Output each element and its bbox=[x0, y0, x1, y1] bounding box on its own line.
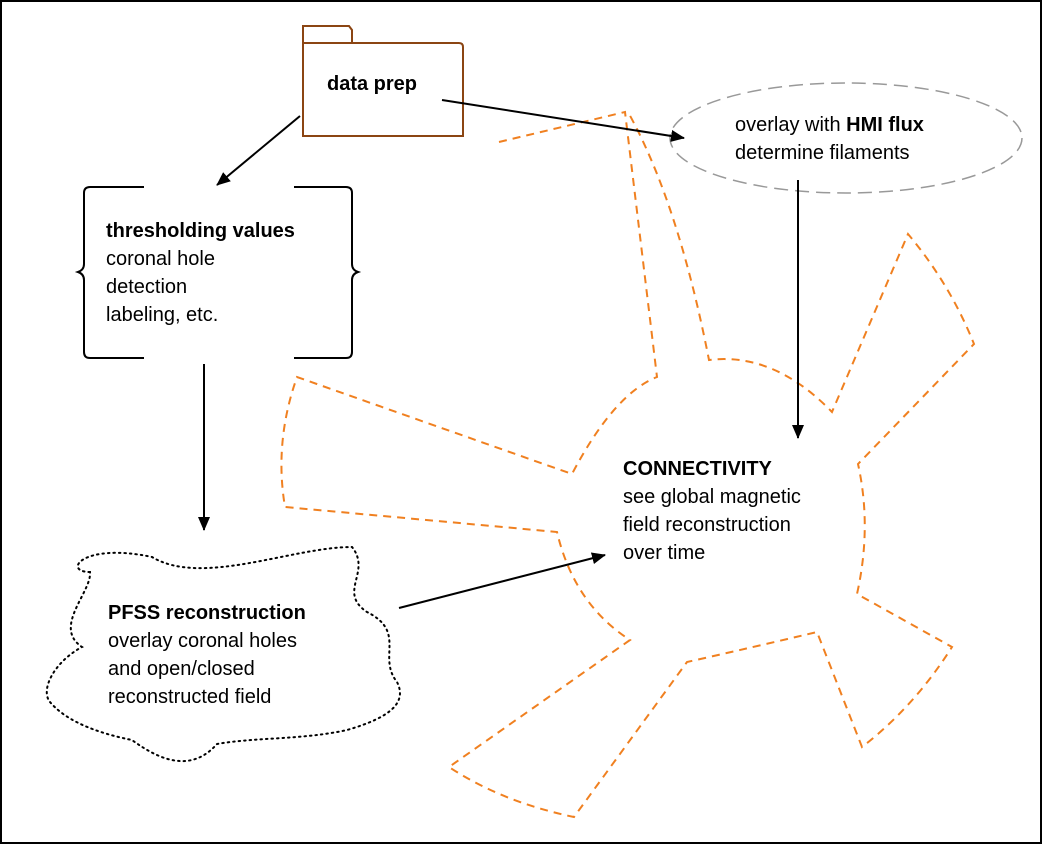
connectivity-star-outline bbox=[280, 110, 976, 819]
pfss-line-1: overlay coronal holes bbox=[108, 630, 297, 652]
thresholding-title: thresholding values bbox=[106, 220, 295, 242]
pfss-line-3: reconstructed field bbox=[108, 686, 272, 708]
data-prep-folder bbox=[302, 25, 464, 137]
connectivity-label: CONNECTIVITY see global magnetic field r… bbox=[623, 455, 801, 567]
arrow-dataprep-to-thresholding bbox=[216, 115, 301, 186]
thresholding-bracket-left bbox=[74, 186, 144, 359]
hmi-line-2: determine filaments bbox=[735, 142, 910, 164]
hmi-line-1: overlay with HMI flux bbox=[735, 111, 924, 139]
thresholding-line-1: coronal hole bbox=[106, 248, 215, 270]
connectivity-line-1: see global magnetic bbox=[623, 486, 801, 508]
connectivity-line-3: over time bbox=[623, 542, 706, 564]
thresholding-line-3: labeling, etc. bbox=[106, 304, 219, 326]
data-prep-label: data prep bbox=[327, 70, 417, 98]
pfss-label: PFSS reconstruction overlay coronal hole… bbox=[108, 599, 306, 711]
hmi-line-1-prefix: overlay with bbox=[735, 114, 847, 136]
hmi-ellipse bbox=[669, 82, 1023, 194]
arrow-pfss-to-connectivity bbox=[398, 552, 606, 609]
connectivity-title: CONNECTIVITY bbox=[623, 458, 772, 480]
hmi-label: overlay with HMI flux determine filament… bbox=[735, 111, 924, 167]
thresholding-bracket-right bbox=[294, 186, 362, 359]
pfss-line-2: and open/closed bbox=[108, 658, 255, 680]
data-prep-title: data prep bbox=[327, 73, 418, 95]
thresholding-line-2: detection bbox=[106, 276, 188, 298]
pfss-cloud-outline bbox=[45, 545, 401, 763]
thresholding-label: thresholding values coronal hole detecti… bbox=[106, 217, 295, 329]
hmi-line-1-bold: HMI flux bbox=[846, 114, 924, 136]
arrow-dataprep-to-hmi bbox=[441, 99, 685, 142]
connectivity-line-2: field reconstruction bbox=[623, 514, 791, 536]
pfss-title: PFSS reconstruction bbox=[108, 602, 306, 624]
